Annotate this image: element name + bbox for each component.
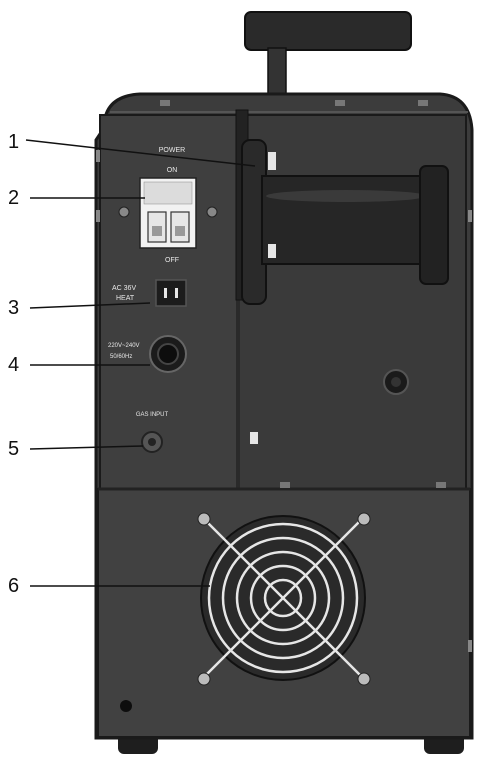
panel-bolt (280, 482, 290, 488)
side-slot (96, 210, 100, 222)
ground-hole (120, 700, 132, 712)
leader-line-1 (25, 139, 256, 167)
callout-3: 3 (8, 297, 20, 319)
switch-label-plate (143, 181, 193, 205)
gas-input-label: GAS INPUT (136, 412, 169, 418)
leader-line-5 (29, 445, 144, 450)
adjustment-knob-center (391, 377, 401, 387)
heat-socket[interactable] (155, 279, 187, 307)
rim-bolt (160, 100, 170, 106)
side-slot (96, 150, 100, 162)
callout-2: 2 (8, 187, 20, 209)
cooling-fan (200, 515, 366, 681)
switch-lever-left (152, 226, 162, 236)
leader-line-3 (29, 302, 151, 309)
callout-1: 1 (8, 131, 20, 153)
spool-clip (268, 244, 276, 258)
spool-end-cap (419, 165, 449, 285)
frequency-label: 50/60Hz (110, 354, 132, 360)
side-slot (468, 210, 472, 222)
ac-label: AC 36V (112, 285, 136, 292)
fan-screw (357, 672, 371, 686)
top-handle (244, 11, 412, 51)
callout-6: 6 (8, 575, 20, 597)
power-label: POWER (159, 147, 185, 154)
fan-screw (197, 512, 211, 526)
callout-5: 5 (8, 438, 20, 460)
rim-bolt (418, 100, 428, 106)
screw (206, 206, 218, 218)
switch-lever-right (175, 226, 185, 236)
voltage-label: 220V~240V (108, 343, 140, 349)
off-label: OFF (165, 257, 179, 264)
panel-bolt (436, 482, 446, 488)
socket-pin (164, 288, 167, 298)
heat-label: HEAT (116, 295, 135, 302)
socket-pin (175, 288, 178, 298)
inlet-inner (157, 343, 179, 365)
hinge-clip (250, 432, 258, 444)
gas-input-core (148, 438, 156, 446)
rim-bolt (335, 100, 345, 106)
fan-screw (357, 512, 371, 526)
screw (118, 206, 130, 218)
callout-4: 4 (8, 354, 20, 376)
on-label: ON (167, 167, 178, 174)
side-slot (468, 640, 472, 652)
spool-clip (268, 152, 276, 170)
spool-shaft[interactable] (261, 175, 433, 265)
fan-screw (197, 672, 211, 686)
spool-shaft-highlight (266, 190, 426, 202)
